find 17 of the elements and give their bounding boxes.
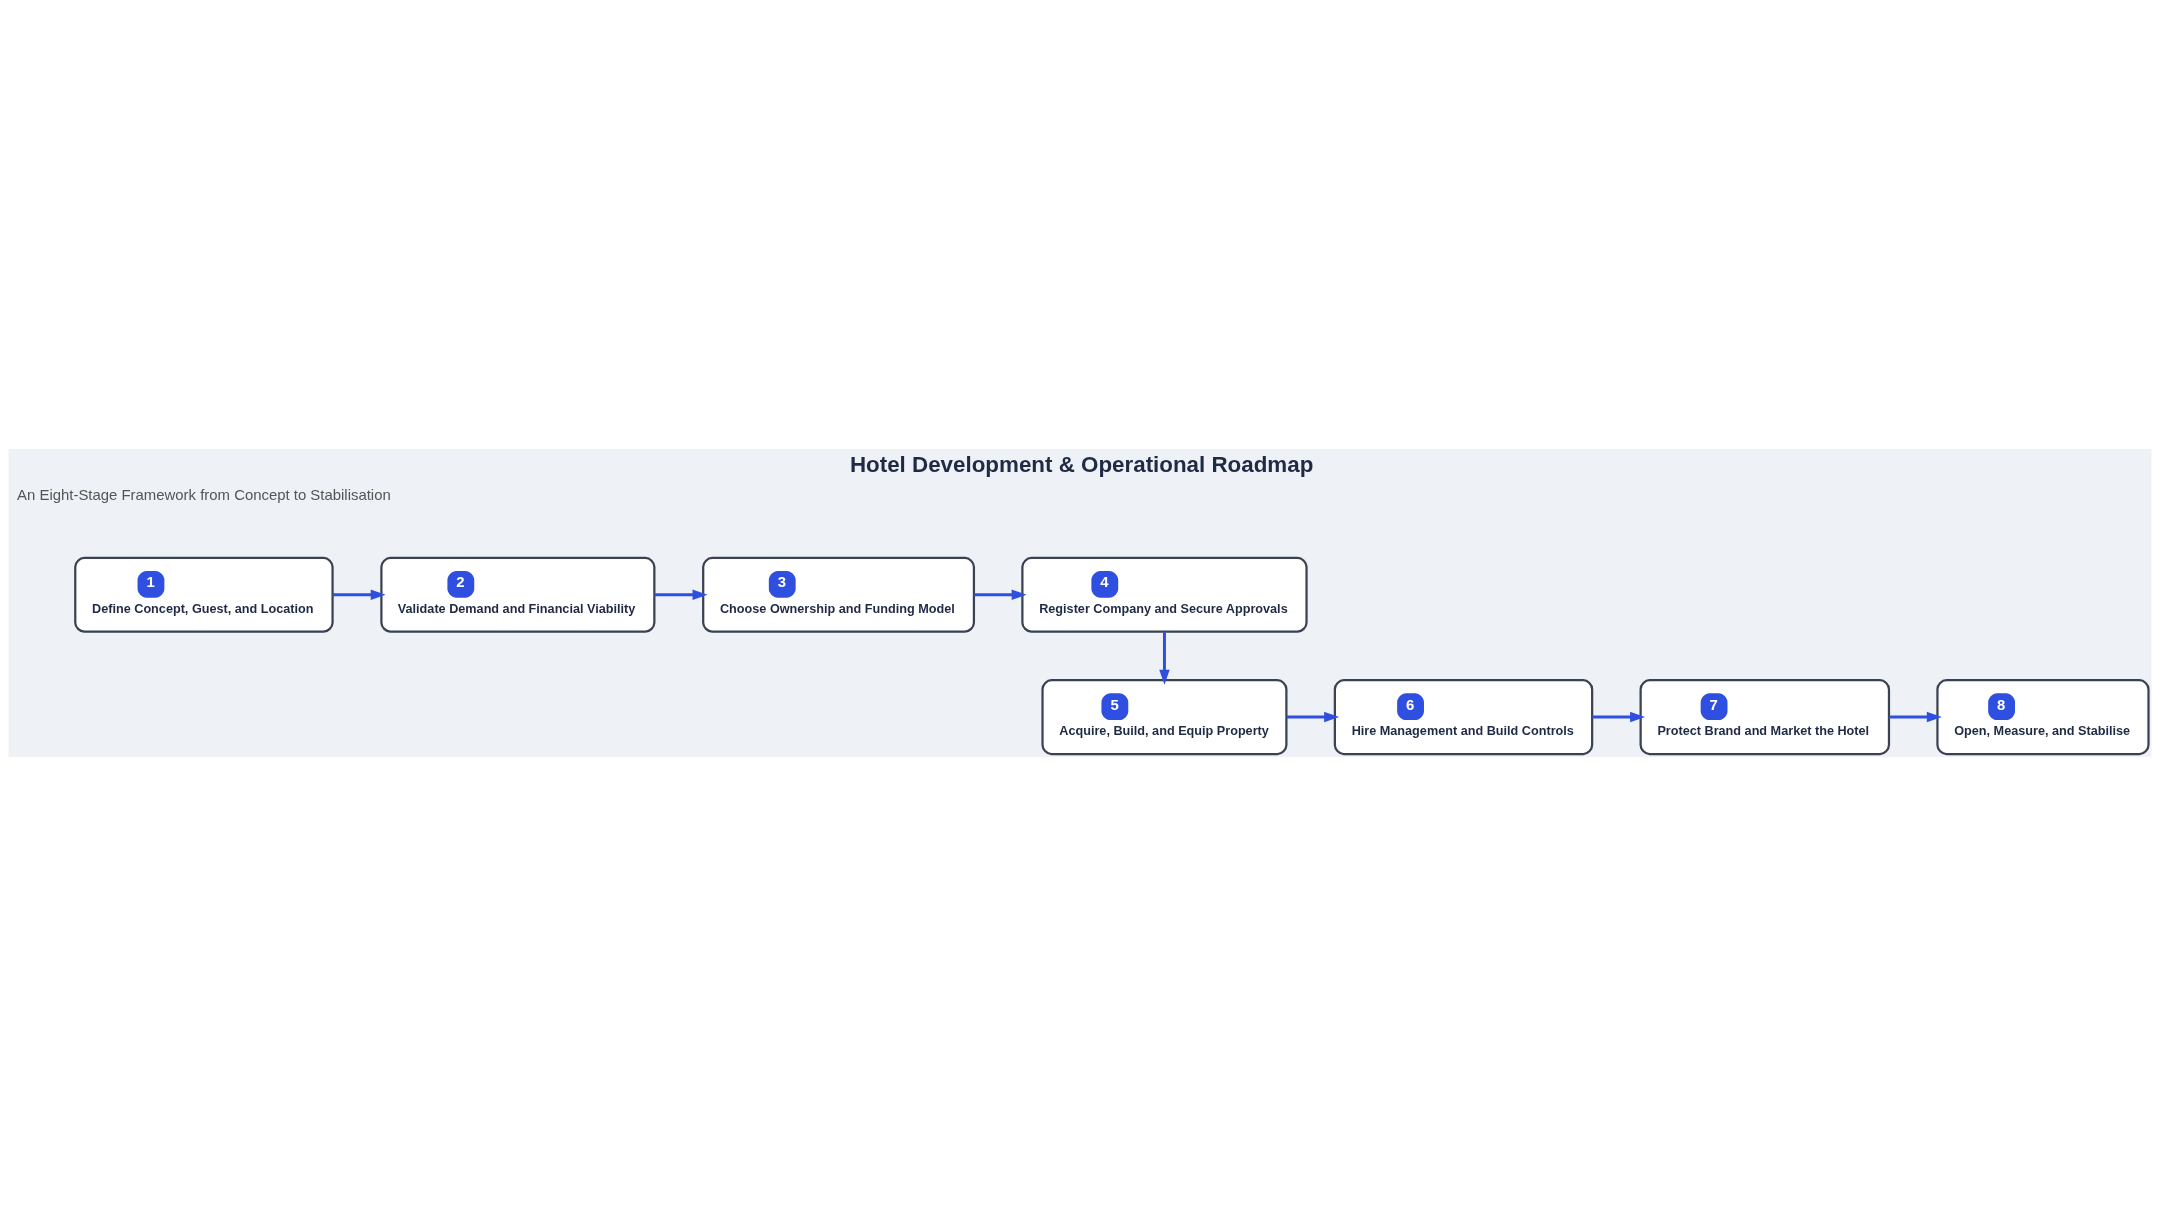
- node-box: 3 Choose Ownership and Funding Model: [702, 556, 976, 633]
- node-box: 7 Protect Brand and Market the Hotel: [1639, 679, 1891, 756]
- arrow: [1592, 711, 1646, 723]
- node-box: 8 Open, Measure, and Stabilise: [1936, 679, 2150, 756]
- node-box: 2 Validate Demand and Financial Viability: [380, 556, 656, 633]
- arrow: [1159, 631, 1170, 685]
- arrow: [1889, 711, 1942, 723]
- arrow: [974, 589, 1027, 601]
- node-box: 4 Register Company and Secure Approvals: [1021, 556, 1308, 633]
- arrow: [332, 589, 386, 601]
- label: An Eight-Stage Framework from Concept to Stabilisation: [17, 486, 391, 503]
- arrow: [1286, 711, 1340, 723]
- node-box: 5 Acquire, Build, and Equip Property: [1041, 679, 1288, 756]
- diagram-title: Hotel Development & Operational Roadmap: [849, 452, 1314, 478]
- node-box: 6 Hire Management and Build Controls: [1333, 679, 1594, 756]
- arrow: [654, 589, 708, 601]
- node-box: 1 Define Concept, Guest, and Location: [74, 556, 334, 633]
